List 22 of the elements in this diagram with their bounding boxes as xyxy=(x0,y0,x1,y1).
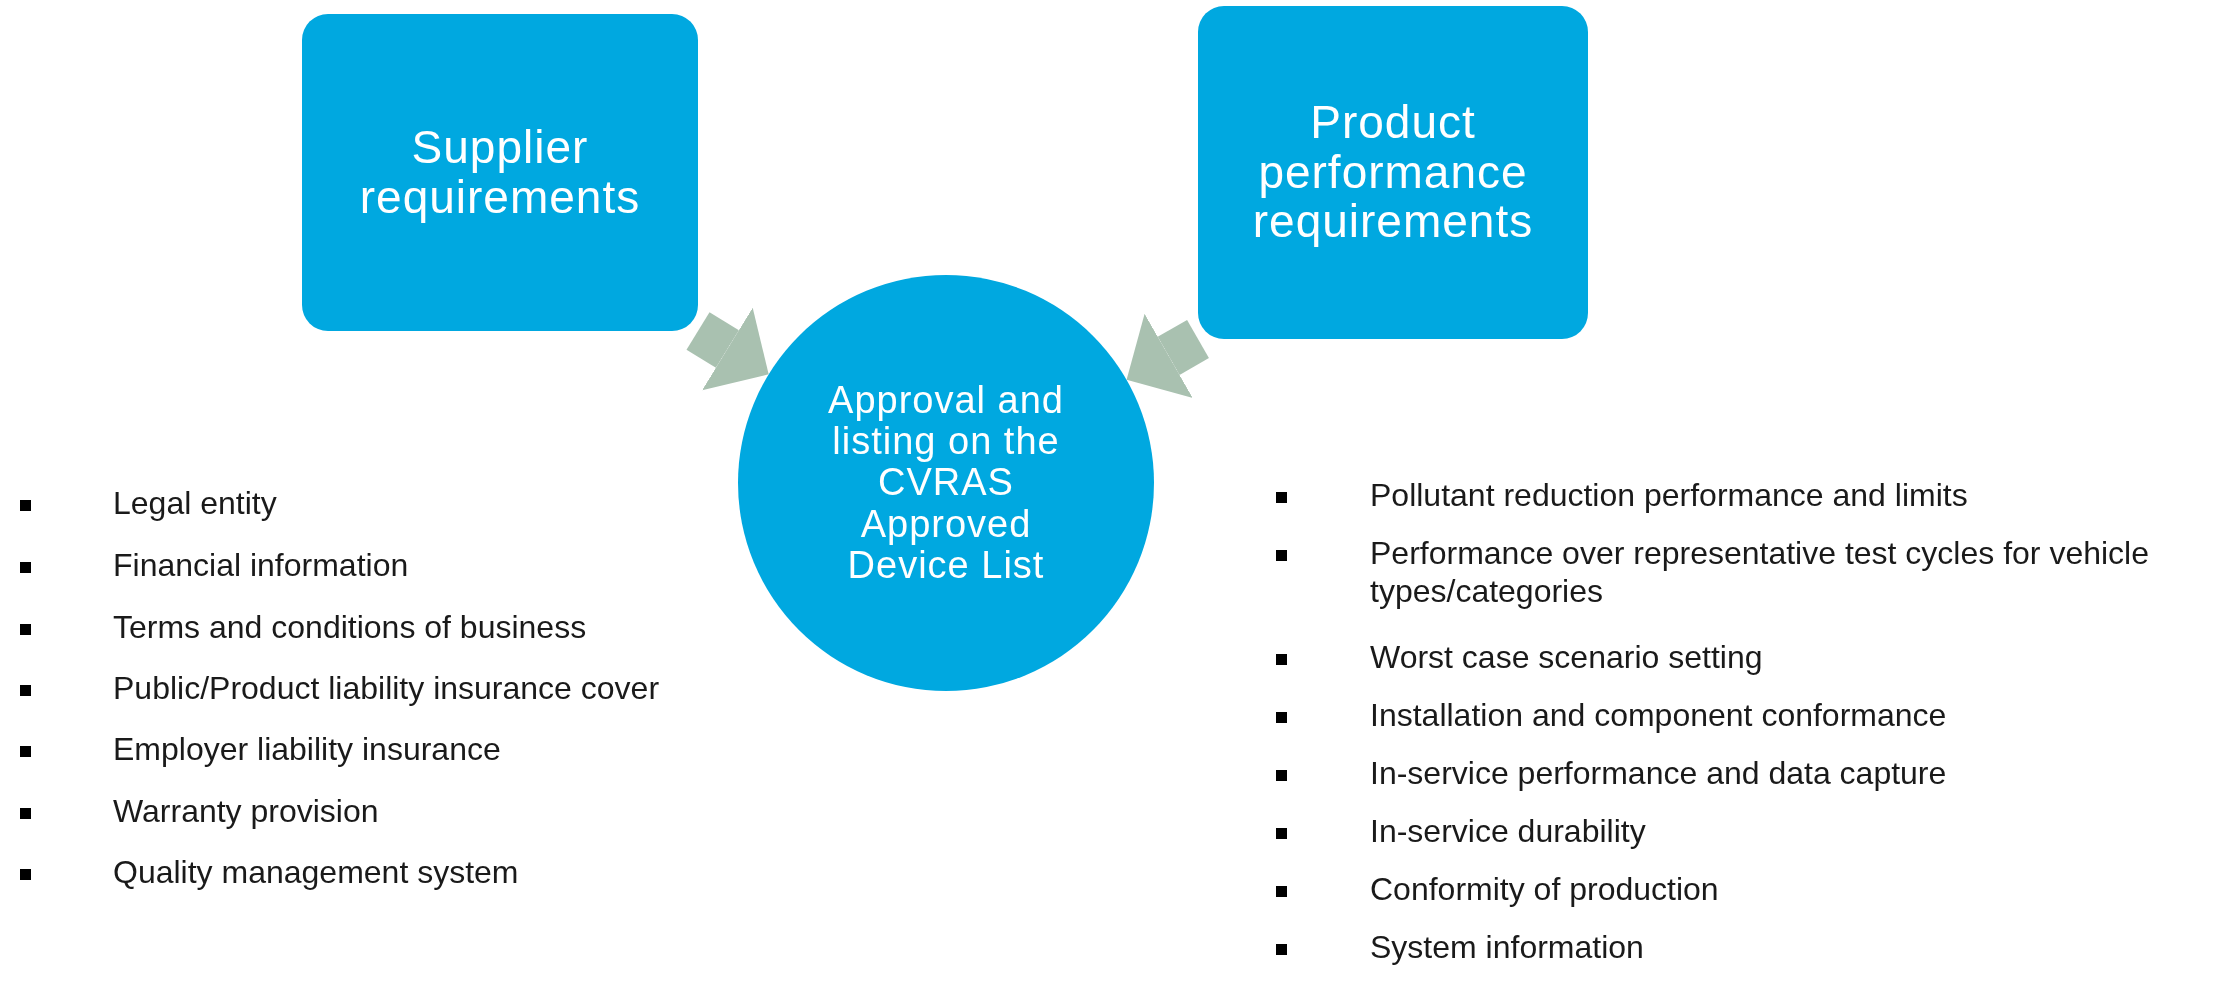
process-box xyxy=(1198,6,1588,339)
list-item: Conformity of production xyxy=(1370,870,1720,909)
list-item: In-service performance and data capture xyxy=(1370,754,1948,793)
block-arrow xyxy=(686,307,769,391)
list-item: Financial information xyxy=(113,546,410,585)
process-box xyxy=(302,14,698,331)
list-item: System information xyxy=(1370,928,1645,967)
list-item: Performance over representative test cycles for vehicle types/categories xyxy=(1370,534,2150,611)
list-item: Worst case scenario setting xyxy=(1370,638,1764,677)
list-item: Pollutant reduction performance and limits xyxy=(1370,476,1969,515)
list-item: Installation and component conformance xyxy=(1370,696,1948,735)
block-arrow xyxy=(1126,313,1209,398)
list-item: Quality management system xyxy=(113,853,520,892)
list-item: Legal entity xyxy=(113,484,278,523)
node-label: Approval and listing on the CVRAS Approved Device List xyxy=(827,380,1065,586)
list-item: Employer liability insurance xyxy=(113,730,502,769)
list-item: Terms and conditions of business xyxy=(113,608,588,647)
list-item: Warranty provision xyxy=(113,792,380,831)
list-item: Public/Product liability insurance cover xyxy=(113,669,661,708)
node-label: Product performance requirements xyxy=(1251,98,1535,247)
node-label: Supplier requirements xyxy=(358,122,642,223)
list-item: In-service durability xyxy=(1370,812,1647,851)
